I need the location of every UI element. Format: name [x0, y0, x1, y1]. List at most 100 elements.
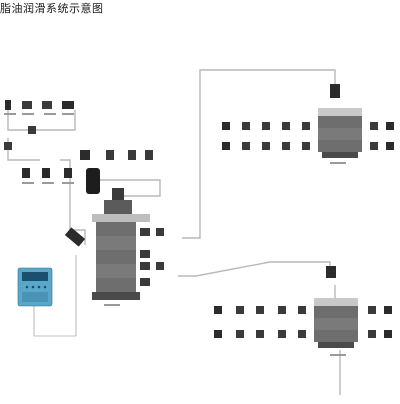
- label-mark: [22, 113, 34, 115]
- outlet-icon: [242, 142, 250, 150]
- manifold-section: [318, 116, 362, 128]
- manifold-section: [314, 306, 358, 318]
- label-mark: [22, 182, 34, 184]
- outlet-icon: [256, 306, 264, 314]
- manifold-base: [92, 292, 140, 300]
- manifold-section: [314, 318, 358, 330]
- fitting-icon: [326, 266, 336, 278]
- outlet-icon: [384, 306, 392, 314]
- manifold-section: [96, 236, 136, 250]
- fitting-icon: [22, 168, 30, 178]
- outlet-icon: [156, 262, 164, 270]
- outlet-icon: [384, 330, 392, 338]
- outlet-icon: [278, 330, 286, 338]
- fitting-icon: [22, 101, 32, 109]
- manifold-section: [96, 278, 136, 292]
- pipe-left-mid: [7, 138, 40, 161]
- outlet-elbow-icon: [64, 227, 86, 247]
- main-distributor: [64, 188, 164, 300]
- outlet-icon: [282, 122, 290, 130]
- pipe-to-lower: [178, 261, 331, 277]
- fitting-icon: [42, 168, 50, 178]
- label-mark: [62, 113, 74, 115]
- manifold-top-plate: [318, 108, 362, 116]
- outlet-icon: [222, 122, 230, 130]
- controller-screen: [22, 272, 48, 281]
- fitting-icon: [106, 150, 114, 160]
- pipe-network: [7, 69, 341, 395]
- fitting-icon: [145, 150, 153, 160]
- lower-distributor: [214, 266, 392, 348]
- outlet-icon: [140, 262, 150, 270]
- outlet-icon: [282, 142, 290, 150]
- label-mark: [42, 182, 54, 184]
- valve-icon: [104, 200, 132, 216]
- outlet-icon: [368, 306, 376, 314]
- manifold-section: [318, 140, 362, 152]
- manifold-top-plate: [314, 298, 358, 306]
- pipe-to-upper: [182, 69, 336, 239]
- fitting-icon: [28, 126, 36, 134]
- fitting-icon: [80, 150, 90, 160]
- outlet-icon: [302, 142, 310, 150]
- label-mark: [104, 304, 120, 306]
- outlet-icon: [156, 228, 164, 236]
- outlet-icon: [298, 306, 306, 314]
- outlet-icon: [262, 142, 270, 150]
- manifold-top-plate: [92, 214, 150, 222]
- outlet-icon: [222, 142, 230, 150]
- diagram-title: 脂油润滑系统示意图: [0, 2, 104, 15]
- fitting-icon: [5, 100, 11, 110]
- outlet-icon: [386, 122, 394, 130]
- label-mark: [44, 113, 56, 115]
- fitting-icon: [4, 142, 12, 150]
- component-label-marks: [4, 113, 346, 356]
- outlet-icon: [140, 228, 150, 236]
- outlet-icon: [242, 122, 250, 130]
- outlet-icon: [298, 330, 306, 338]
- outlet-icon: [278, 306, 286, 314]
- label-mark: [330, 162, 346, 164]
- fitting-icon: [62, 101, 74, 109]
- left-fittings: [4, 100, 153, 194]
- outlet-icon: [262, 122, 270, 130]
- manifold-base: [322, 152, 358, 158]
- outlet-icon: [370, 142, 378, 150]
- label-mark: [62, 182, 74, 184]
- fitting-icon: [42, 101, 52, 109]
- fitting-icon: [64, 168, 72, 178]
- filter-icon: [86, 168, 100, 194]
- label-mark: [4, 113, 16, 115]
- outlet-icon: [236, 330, 244, 338]
- controller-button: [37, 285, 41, 289]
- wire-controller: [33, 255, 77, 337]
- outlet-icon: [140, 278, 150, 286]
- manifold-section: [96, 264, 136, 278]
- pipe-left-top: [7, 110, 76, 131]
- controller-button: [43, 285, 47, 289]
- controller-button: [25, 285, 29, 289]
- outlet-icon: [302, 122, 310, 130]
- outlet-icon: [256, 330, 264, 338]
- outlet-icon: [214, 306, 222, 314]
- outlet-icon: [368, 330, 376, 338]
- manifold-section: [96, 222, 136, 236]
- manifold-section: [314, 330, 358, 342]
- outlet-icon: [386, 142, 394, 150]
- controller-panel: [22, 292, 48, 302]
- outlet-icon: [236, 306, 244, 314]
- manifold-section: [96, 250, 136, 264]
- pipe-pump-main: [95, 179, 161, 197]
- fitting-icon: [330, 84, 340, 98]
- manifold-base: [318, 342, 354, 348]
- controller-box: [17, 267, 53, 307]
- label-mark: [330, 354, 346, 356]
- fitting-icon: [128, 150, 136, 160]
- upper-distributor: [222, 84, 394, 158]
- controller-button: [31, 285, 35, 289]
- manifold-section: [318, 128, 362, 140]
- outlet-icon: [214, 330, 222, 338]
- outlet-icon: [140, 250, 150, 258]
